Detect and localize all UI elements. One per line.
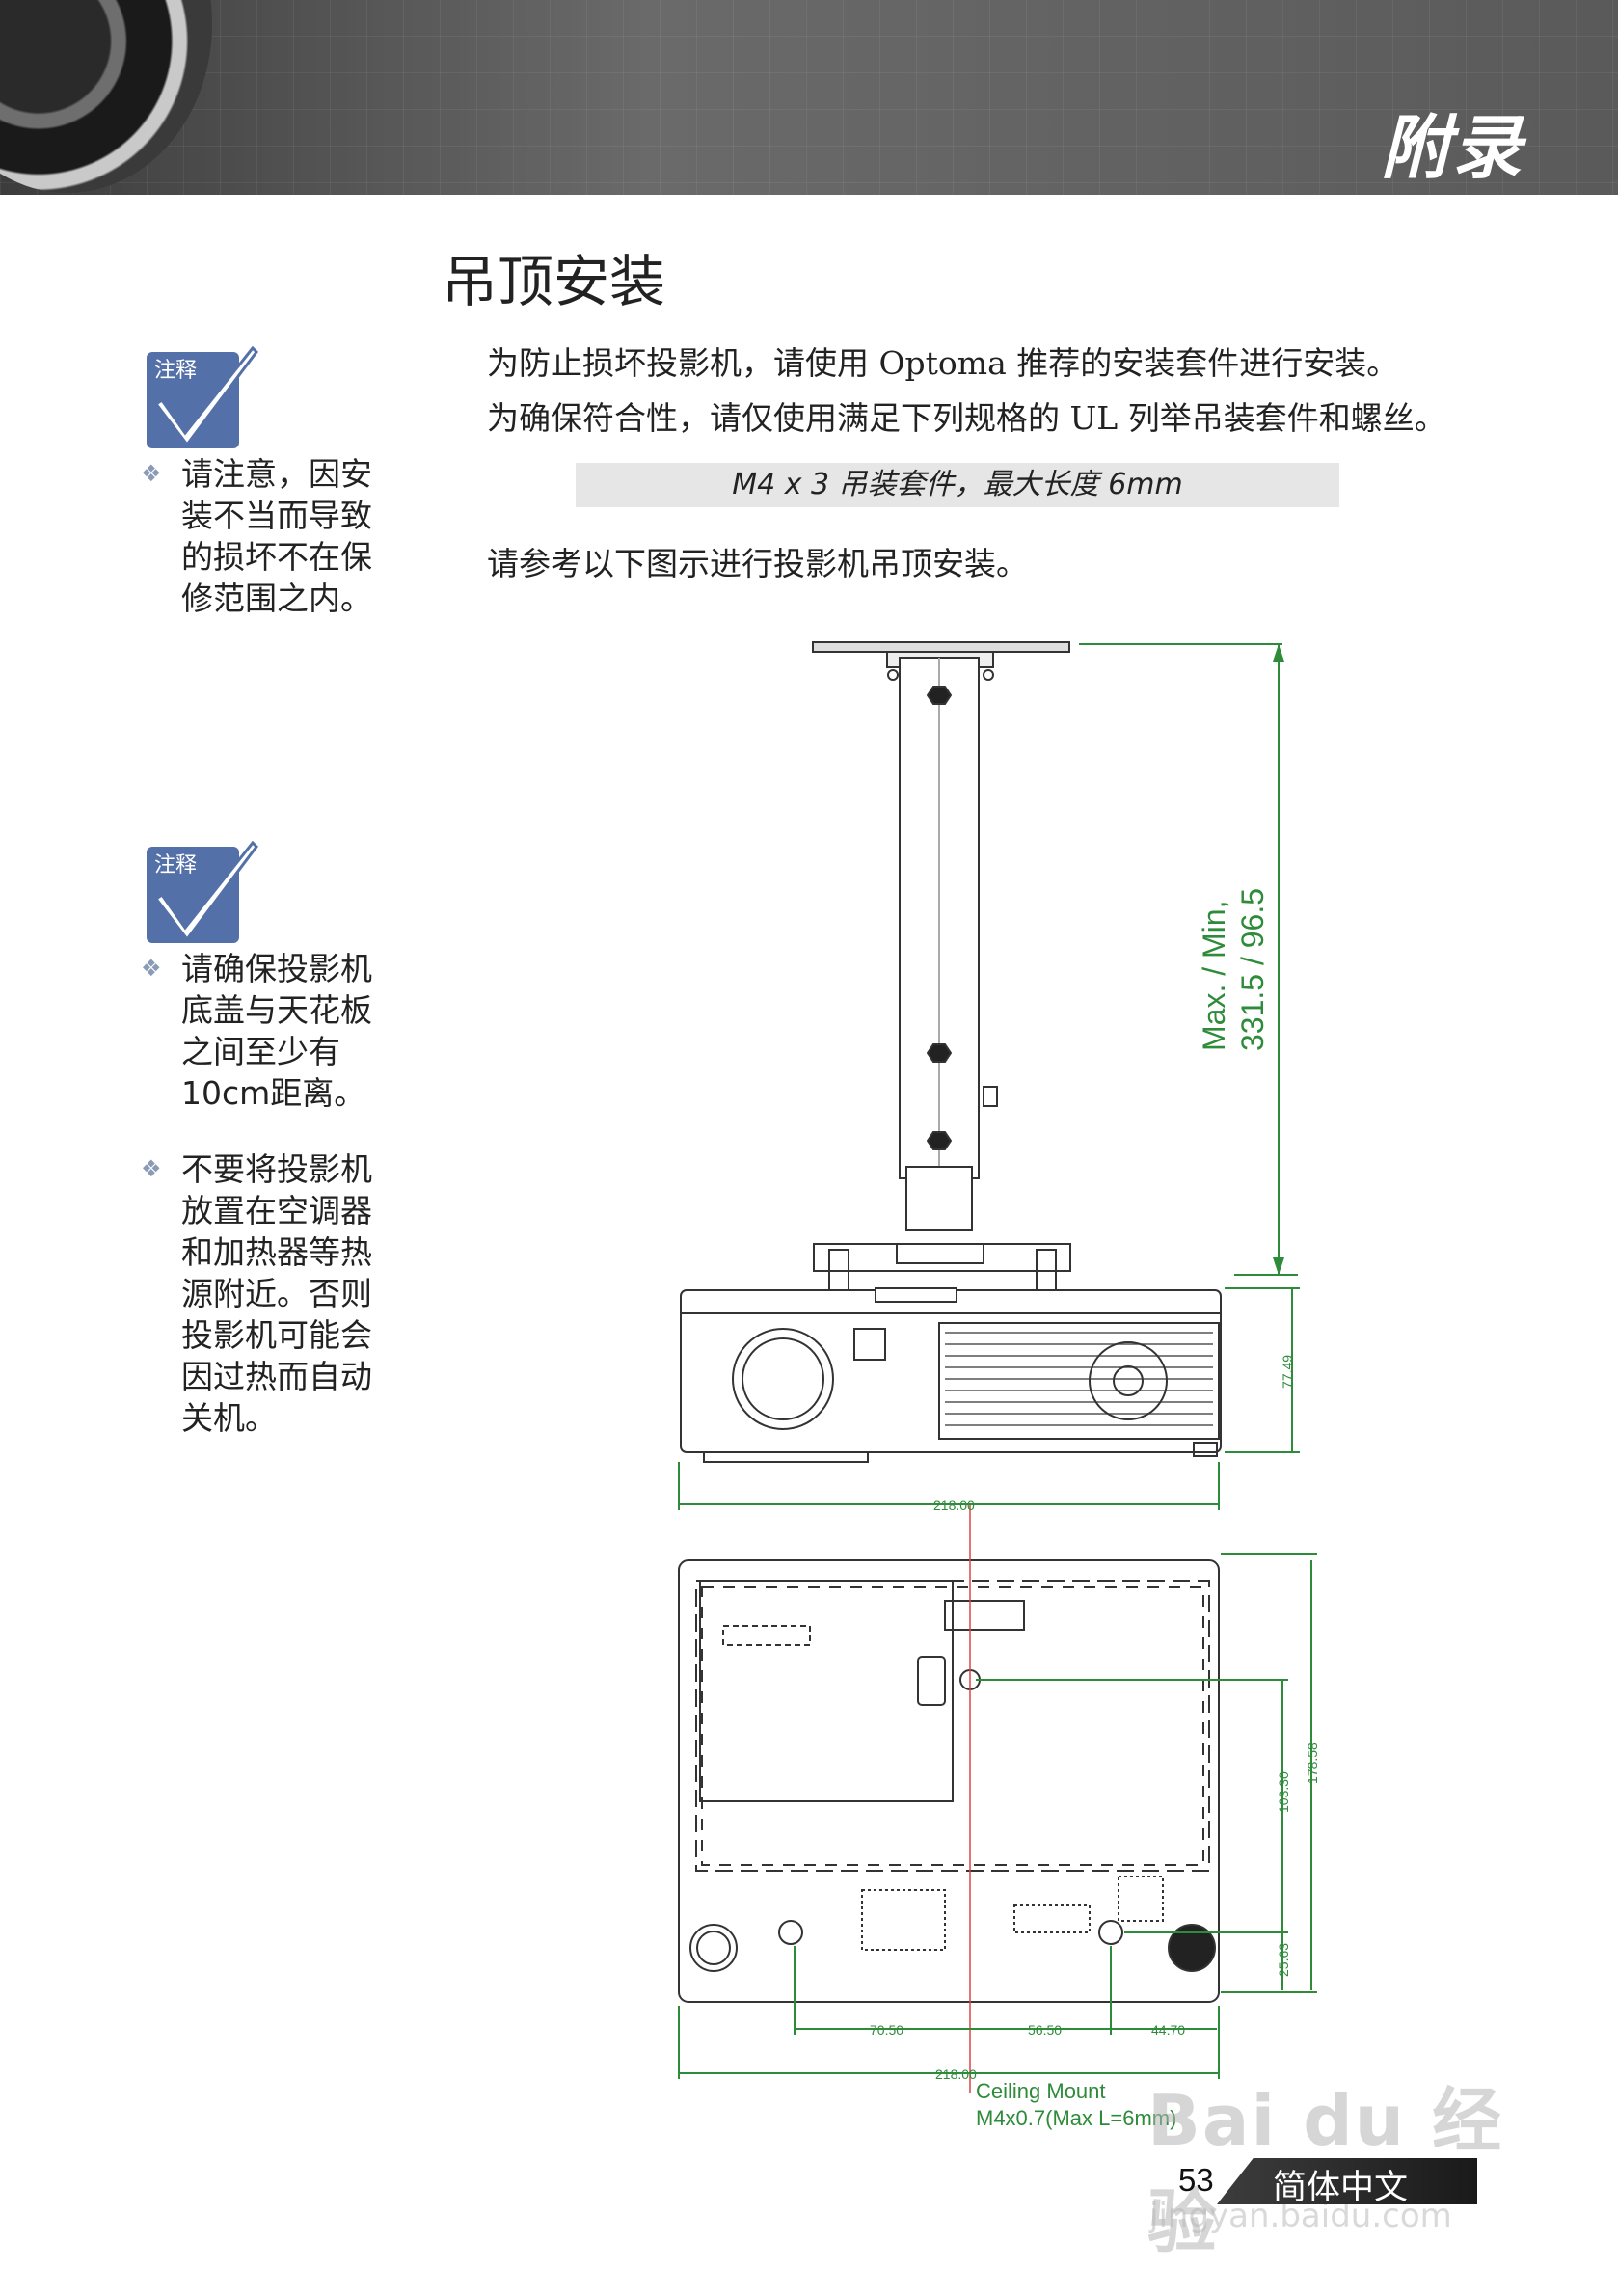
note-line: 请注意，因安	[181, 455, 372, 493]
note-line: 关机。	[181, 1399, 277, 1437]
note-line: 因过热而自动	[181, 1358, 372, 1395]
mount-range-value: 331.5 / 96.5	[1235, 888, 1270, 1051]
note-line: 不要将投影机	[181, 1150, 372, 1188]
diamond-bullet-icon: ❖	[141, 955, 162, 982]
note-line: 装不当而导致	[181, 497, 372, 534]
ceiling-mount-spec: M4x0.7(Max L=6mm)	[976, 2106, 1176, 2130]
note-2a-text: 请确保投影机 底盖与天花板 之间至少有 10cm距离。	[181, 948, 372, 1114]
note-line: 10cm距离。	[181, 1074, 366, 1112]
diamond-bullet-icon: ❖	[141, 460, 162, 487]
bottom-height-3-label: 25.63	[1276, 1943, 1291, 1977]
intro-line-1: 为防止损坏投影机，请使用 Optoma 推荐的安装套件进行安装。	[487, 344, 1399, 382]
ceiling-mount-label: Ceiling Mount	[976, 2079, 1106, 2103]
language-tab	[1217, 2158, 1477, 2204]
note-line: 投影机可能会	[181, 1316, 372, 1354]
bottom-height-2-label: 103.30	[1276, 1771, 1291, 1813]
page-header: 附录	[0, 0, 1618, 195]
instruction-text: 请参考以下图示进行投影机吊顶安装。	[487, 545, 1028, 582]
note-line: 源附近。否则	[181, 1275, 372, 1312]
intro-line-2: 为确保符合性，请仅使用满足下列规格的 UL 列举吊装套件和螺丝。	[487, 399, 1446, 437]
note-line: 修范围之内。	[181, 580, 372, 617]
note-line: 和加热器等热	[181, 1233, 372, 1271]
note-line: 请确保投影机	[181, 950, 372, 987]
note-line: 之间至少有	[181, 1033, 340, 1070]
diamond-bullet-icon: ❖	[141, 1155, 162, 1182]
note-line: 的损坏不在保	[181, 538, 372, 576]
note-line: 底盖与天花板	[181, 991, 372, 1029]
chapter-title: 附录	[1380, 107, 1524, 188]
mount-range-label: Max. / Min,	[1197, 901, 1231, 1051]
bottom-width-3-label: 44.70	[1151, 2022, 1185, 2038]
note-icon: 注释	[147, 345, 258, 448]
bottom-width-2-label: 56.50	[1028, 2022, 1062, 2038]
bottom-width-1-label: 70.50	[870, 2022, 903, 2038]
bottom-height-1-label: 178.58	[1305, 1742, 1320, 1784]
section-title: 吊顶安装	[442, 249, 666, 314]
side-height-label: 77.49	[1280, 1355, 1295, 1389]
bottom-width-label: 218.00	[935, 2066, 977, 2082]
side-width-label: 218.00	[933, 1498, 975, 1513]
note-1-text: 请注意，因安 装不当而导致 的损坏不在保 修范围之内。	[181, 453, 372, 619]
note-icon-label: 注释	[154, 358, 197, 382]
note-icon-label: 注释	[154, 852, 197, 877]
page-number: 53	[1178, 2162, 1214, 2198]
note-line: 放置在空调器	[181, 1192, 372, 1229]
note-icon: 注释	[147, 840, 258, 943]
language-label: 简体中文	[1273, 2169, 1409, 2207]
baidu-watermark: Bai du 经验	[1147, 2080, 1504, 2262]
spec-bar: M4 x 3 吊装套件，最大长度 6mm	[576, 463, 1339, 507]
note-2b-text: 不要将投影机 放置在空调器 和加热器等热 源附近。否则 投影机可能会 因过热而自…	[181, 1148, 372, 1439]
